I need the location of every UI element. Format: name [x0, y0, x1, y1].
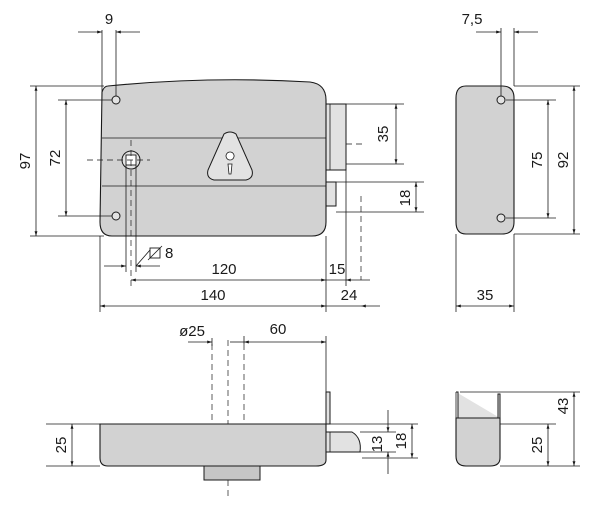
dim-18: 18 — [397, 190, 414, 207]
dim-97: 97 — [17, 153, 34, 170]
dim-72: 72 — [47, 150, 64, 167]
dim-24: 24 — [341, 287, 358, 304]
dim-60: 60 — [270, 321, 287, 338]
dim-75: 75 — [529, 152, 546, 169]
screw-hole — [111, 211, 121, 221]
dim-25-profile: 25 — [529, 437, 546, 454]
dim-35-side: 35 — [477, 287, 494, 304]
side-view — [455, 85, 515, 235]
side-dimensions: 7,5 75 92 35 — [455, 11, 580, 312]
latch-bolt — [325, 181, 337, 207]
screw-hole — [496, 213, 506, 223]
dim-120: 120 — [211, 261, 236, 278]
bottom-dimensions: ø25 60 25 13 18 — [46, 321, 418, 474]
bottom-view — [99, 336, 361, 496]
profile-case — [455, 417, 501, 467]
latch-bolt-bottom — [325, 431, 361, 453]
front-view — [87, 79, 365, 290]
dim-8: 8 — [165, 245, 173, 262]
dim-18-bottom: 18 — [393, 433, 410, 450]
profile-view — [455, 391, 501, 467]
dim-25-left: 25 — [53, 437, 70, 454]
dim-35: 35 — [375, 126, 392, 143]
screw-hole — [496, 95, 506, 105]
dim-dia-25: ø25 — [179, 323, 205, 340]
dim-9: 9 — [105, 11, 113, 28]
keyhole-icon — [225, 151, 235, 175]
square-symbol-icon — [149, 247, 161, 259]
dim-15: 15 — [329, 261, 346, 278]
dim-13: 13 — [369, 436, 386, 453]
screw-hole — [111, 95, 121, 105]
front-dimensions: 9 97 72 35 18 8 120 — [17, 11, 424, 312]
cylinder-body — [203, 465, 261, 481]
bolt-plate — [325, 391, 331, 425]
profile-dimensions: 43 25 — [460, 391, 580, 467]
dim-92: 92 — [555, 152, 572, 169]
deadbolt — [325, 103, 347, 171]
dim-140: 140 — [200, 287, 225, 304]
dim-43: 43 — [555, 398, 572, 415]
side-case — [455, 85, 515, 235]
dim-7-5: 7,5 — [462, 11, 483, 28]
bottom-case — [99, 423, 327, 467]
